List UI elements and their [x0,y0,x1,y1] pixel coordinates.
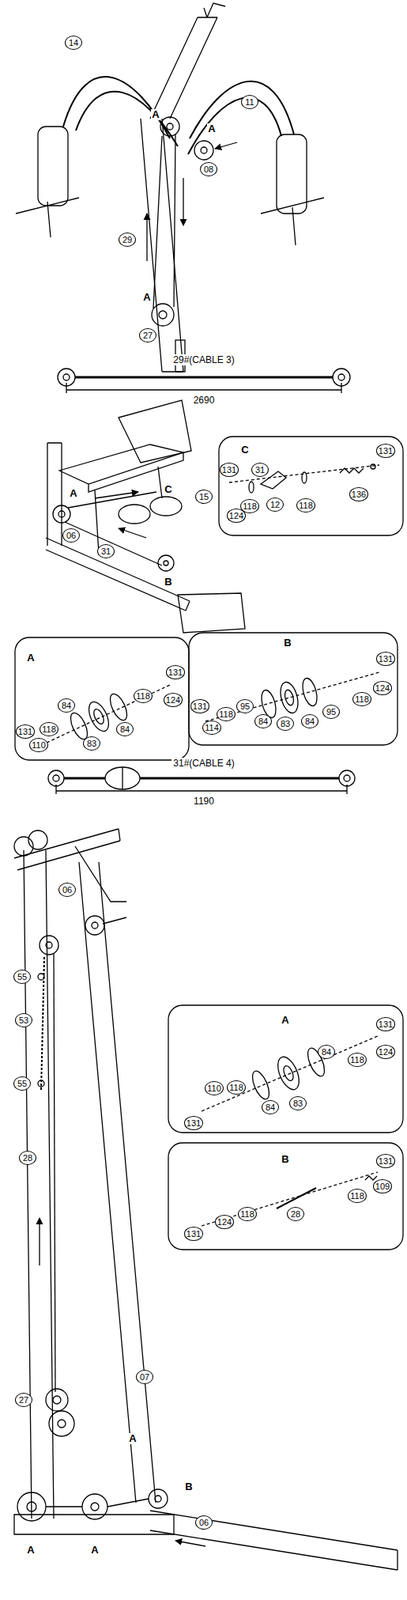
callout-number: 06 [58,881,76,897]
cable-label: 29#(CABLE 3) [171,354,236,366]
inset-b-tower [168,1141,404,1249]
view-letter: A [90,1543,99,1555]
callout-number: 07 [135,1368,154,1384]
view-letter: C [163,483,173,495]
callout-number: 28 [286,1205,305,1221]
view-letter: A [26,651,35,664]
callout-number: 131 [376,1153,396,1168]
callout-number: 110 [204,1080,224,1095]
cable-label: 2690 [192,394,217,406]
callout-number: 124 [373,680,392,695]
inset-c [218,436,404,536]
view-letter: A [207,123,216,135]
callout-number: 95 [322,704,340,719]
callout-number: 14 [64,35,83,50]
callout-number: 110 [29,737,49,752]
callout-number: 84 [261,1099,279,1114]
callout-number: 118 [347,1187,367,1203]
callout-number: 124 [376,1043,396,1059]
upper-frame [15,3,325,372]
callout-number: 15 [195,489,213,504]
bench [45,399,245,633]
callout-number: 28 [18,1149,37,1165]
callout-number: 131 [165,664,185,679]
callout-number: 83 [289,1095,307,1110]
callout-number: 84 [254,713,272,728]
view-letter: C [240,444,249,456]
inset-a-tower [168,1004,404,1132]
view-letter: A [150,109,160,121]
cable-3 [57,368,351,393]
callout-number: 131 [184,1115,204,1130]
callout-number: 118 [296,497,316,513]
view-letter: B [163,576,173,588]
callout-number: 84 [317,1043,336,1059]
callout-number: 118 [39,721,59,736]
cable-label: 31#(CABLE 4) [171,757,236,769]
view-letter: A [68,487,78,499]
callout-number: 08 [199,162,218,177]
callout-number: 114 [202,719,222,735]
callout-number: 109 [373,1178,392,1193]
callout-number: 29 [118,232,136,247]
callout-number: 27 [15,1391,33,1406]
view-letter: A [26,1543,35,1555]
callout-number: 124 [226,508,246,523]
callout-number: 83 [82,735,101,750]
callout-number: 118 [226,1079,246,1094]
callout-number: 131 [190,698,210,713]
callout-number: 55 [13,968,31,984]
cable-label: 1190 [192,795,216,807]
callout-number: 83 [276,716,294,731]
callout-number: 84 [57,697,76,713]
inset-b-bench [188,632,398,745]
callout-number: 31 [251,462,269,477]
callout-number: 136 [349,486,369,502]
callout-number: 118 [133,688,153,703]
callout-number: 131 [219,462,239,477]
callout-number: 124 [163,692,183,707]
callout-number: 84 [116,721,134,736]
callout-number: 131 [15,723,35,739]
callout-number: 53 [15,1012,33,1027]
view-letter: B [282,636,292,649]
callout-number: 55 [13,1075,31,1090]
tower [14,828,398,1569]
callout-number: 84 [301,713,319,728]
callout-number: 124 [214,1213,234,1229]
callout-number: 118 [347,1051,367,1067]
callout-number: 131 [376,651,396,666]
callout-number: 118 [352,691,372,706]
callout-number: 131 [376,1016,396,1031]
callout-number: 131 [376,443,396,458]
callout-number: 06 [62,527,80,543]
callout-number: 12 [266,497,284,512]
callout-number: 27 [139,327,157,343]
cable-4 [48,766,355,794]
view-letter: B [184,1480,193,1492]
callout-number: 118 [237,1205,257,1221]
view-letter: A [280,1013,290,1026]
callout-number: 06 [195,1514,213,1529]
callout-number: 118 [216,706,236,721]
callout-number: 131 [184,1225,204,1240]
callout-number: 31 [97,543,115,558]
view-letter: A [128,1432,137,1444]
callout-number: 11 [241,94,259,110]
view-letter: A [142,291,151,303]
inset-a-bench [15,636,189,760]
view-letter: B [280,1153,290,1165]
callout-number: 95 [236,698,254,713]
